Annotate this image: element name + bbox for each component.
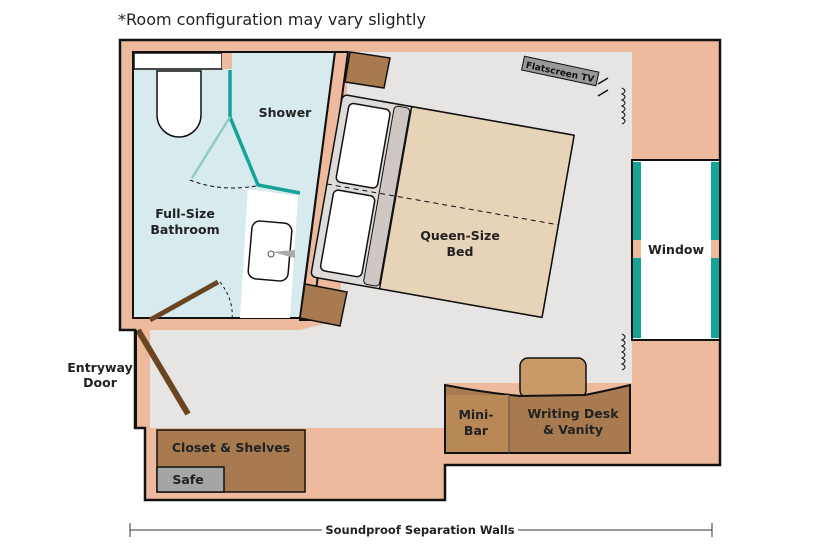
entry-label-2: Door <box>83 375 118 390</box>
window-mullion-left <box>633 240 641 258</box>
desk-chair <box>519 357 587 399</box>
closet-label: Closet & Shelves <box>172 440 290 455</box>
nightstand-top <box>344 51 391 89</box>
curtain-bottom <box>620 333 626 371</box>
safe-label: Safe <box>172 472 203 487</box>
queen-bed <box>310 94 576 319</box>
dimension-label-bg <box>322 522 518 538</box>
faucet <box>272 250 295 258</box>
bathroom-door-swing <box>219 281 233 321</box>
minibar-label-2: Bar <box>464 423 489 438</box>
shower-glass <box>228 70 301 195</box>
toilet <box>156 70 202 138</box>
safe <box>156 466 225 493</box>
pillow-1 <box>335 102 391 189</box>
minibar-label-1: Mini- <box>458 407 493 422</box>
entry-label-1: Entryway <box>67 360 132 375</box>
bathroom-door <box>148 279 220 323</box>
bath-wall-stub <box>222 53 232 69</box>
bed-label-1: Queen-Size <box>420 228 500 243</box>
bed-headboard-strip <box>363 105 411 287</box>
tv-body <box>520 55 600 87</box>
bed-label-2: Bed <box>447 244 474 259</box>
window <box>631 159 721 341</box>
mini-bar <box>446 395 509 452</box>
bathroom-label-2: Bathroom <box>150 222 219 237</box>
entryway-door[interactable] <box>135 328 191 416</box>
walls-label: Soundproof Separation Walls <box>325 523 514 537</box>
shower-label: Shower <box>259 105 313 120</box>
drain <box>267 250 275 258</box>
tv-swivel-arrows <box>597 77 609 97</box>
curtain-top <box>620 87 626 125</box>
bed-mattress <box>378 105 576 319</box>
desk-label-2: & Vanity <box>543 422 603 437</box>
window-mullion-right <box>711 240 719 258</box>
nightstand-bottom <box>299 283 348 327</box>
window-label: Window <box>648 242 705 257</box>
pillow-2 <box>319 189 376 278</box>
shower-door <box>190 116 232 179</box>
bathroom-label-1: Full-Size <box>155 206 215 221</box>
bathroom-shelf <box>133 52 223 70</box>
desk-label-1: Writing Desk <box>527 406 619 421</box>
bed-divide <box>326 183 559 226</box>
configuration-note: *Room configuration may vary slightly <box>118 10 426 29</box>
